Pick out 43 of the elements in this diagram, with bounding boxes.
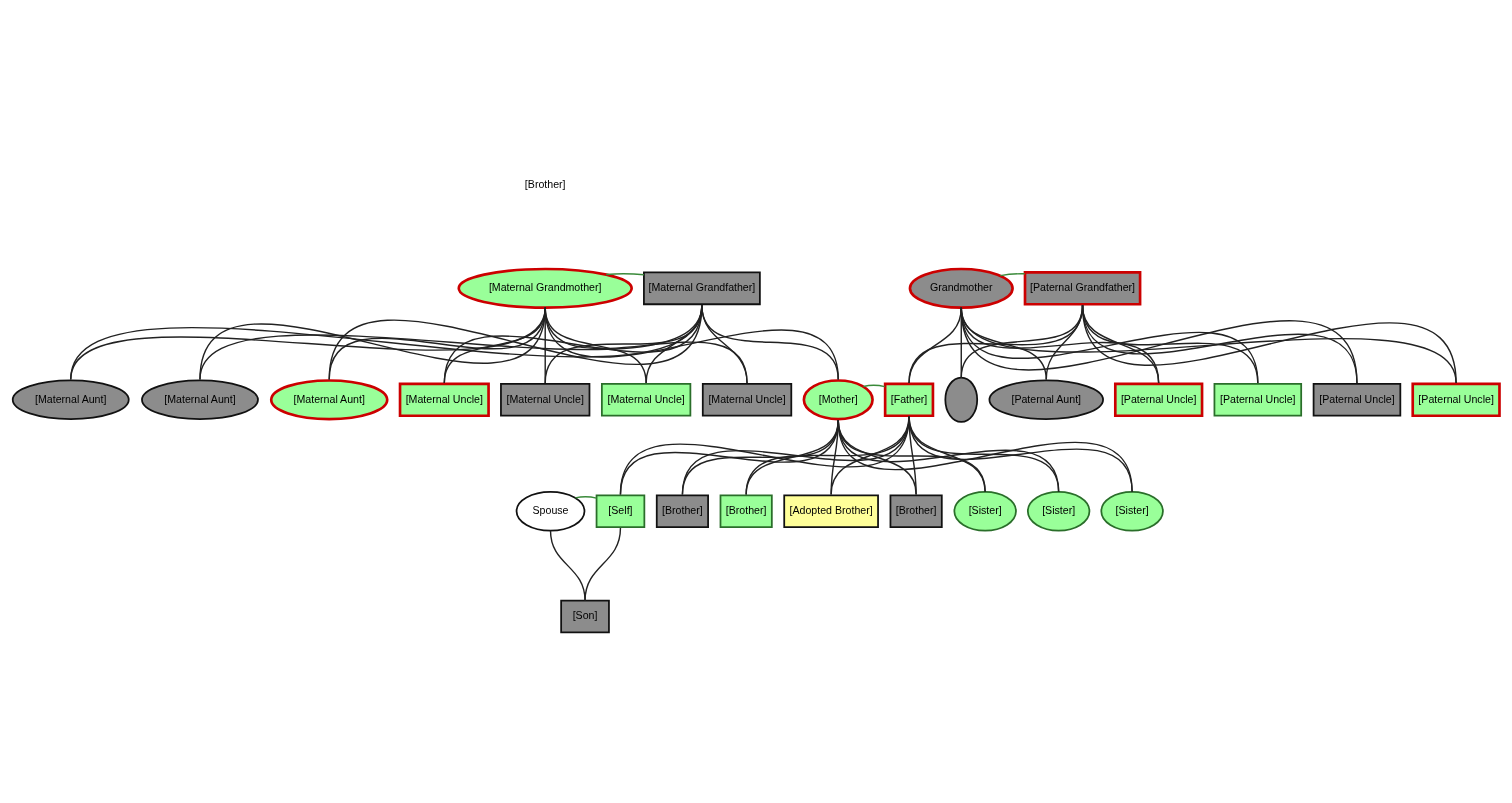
connector <box>701 303 839 380</box>
node-box: [Maternal Uncle] <box>701 382 793 417</box>
connector <box>862 384 886 387</box>
label: [Brother] <box>524 177 566 190</box>
connector <box>681 418 839 495</box>
node-ellipse: [Maternal Grandmother] <box>457 267 633 309</box>
connector <box>605 272 645 275</box>
connector <box>574 495 598 499</box>
node-ellipse: [Maternal Aunt] <box>141 379 259 420</box>
node-box: [Maternal Uncle] <box>500 382 591 417</box>
node-box: [Brother] <box>889 493 943 528</box>
node-ellipse: [Maternal Aunt] <box>11 379 130 420</box>
node-box: [Paternal Uncle] <box>1312 382 1402 417</box>
node-box: [Adopted Brother] <box>783 493 879 528</box>
connector <box>584 526 622 601</box>
node-ellipse: [Mother] <box>802 378 874 420</box>
node-circle <box>944 376 979 423</box>
node-box: [Father] <box>883 382 935 417</box>
node-box: [Maternal Uncle] <box>600 382 692 417</box>
node-ellipse: [Sister] <box>1026 490 1091 531</box>
connector <box>908 415 1133 493</box>
node-ellipse: Grandmother <box>908 267 1014 309</box>
node-box: [Son] <box>560 599 610 633</box>
node-box: [Self] <box>595 493 646 528</box>
node-box: [Paternal Grandfather] <box>1023 270 1142 306</box>
connector <box>745 418 839 495</box>
connector <box>619 418 839 495</box>
node-box: [Paternal Uncle] <box>1213 382 1303 417</box>
node-box: [Brother] <box>719 493 773 528</box>
connector <box>999 272 1026 276</box>
node-box: [Maternal Grandfather] <box>643 271 761 305</box>
node-box: [Brother] <box>655 493 709 528</box>
node-box: [Paternal Uncle] <box>1411 382 1501 417</box>
node-ellipse: [Paternal Aunt] <box>988 379 1104 420</box>
node-ellipse: [Maternal Aunt] <box>269 378 389 420</box>
node-box: [Paternal Uncle] <box>1113 382 1204 417</box>
node-ellipse: [Sister] <box>1100 490 1164 531</box>
node-ellipse: [Sister] <box>953 490 1017 531</box>
connector <box>830 418 839 495</box>
connector <box>960 306 1457 384</box>
node-ellipse: Spouse <box>515 490 586 531</box>
connector <box>1081 303 1457 384</box>
node-box: [Maternal Uncle] <box>398 382 490 417</box>
